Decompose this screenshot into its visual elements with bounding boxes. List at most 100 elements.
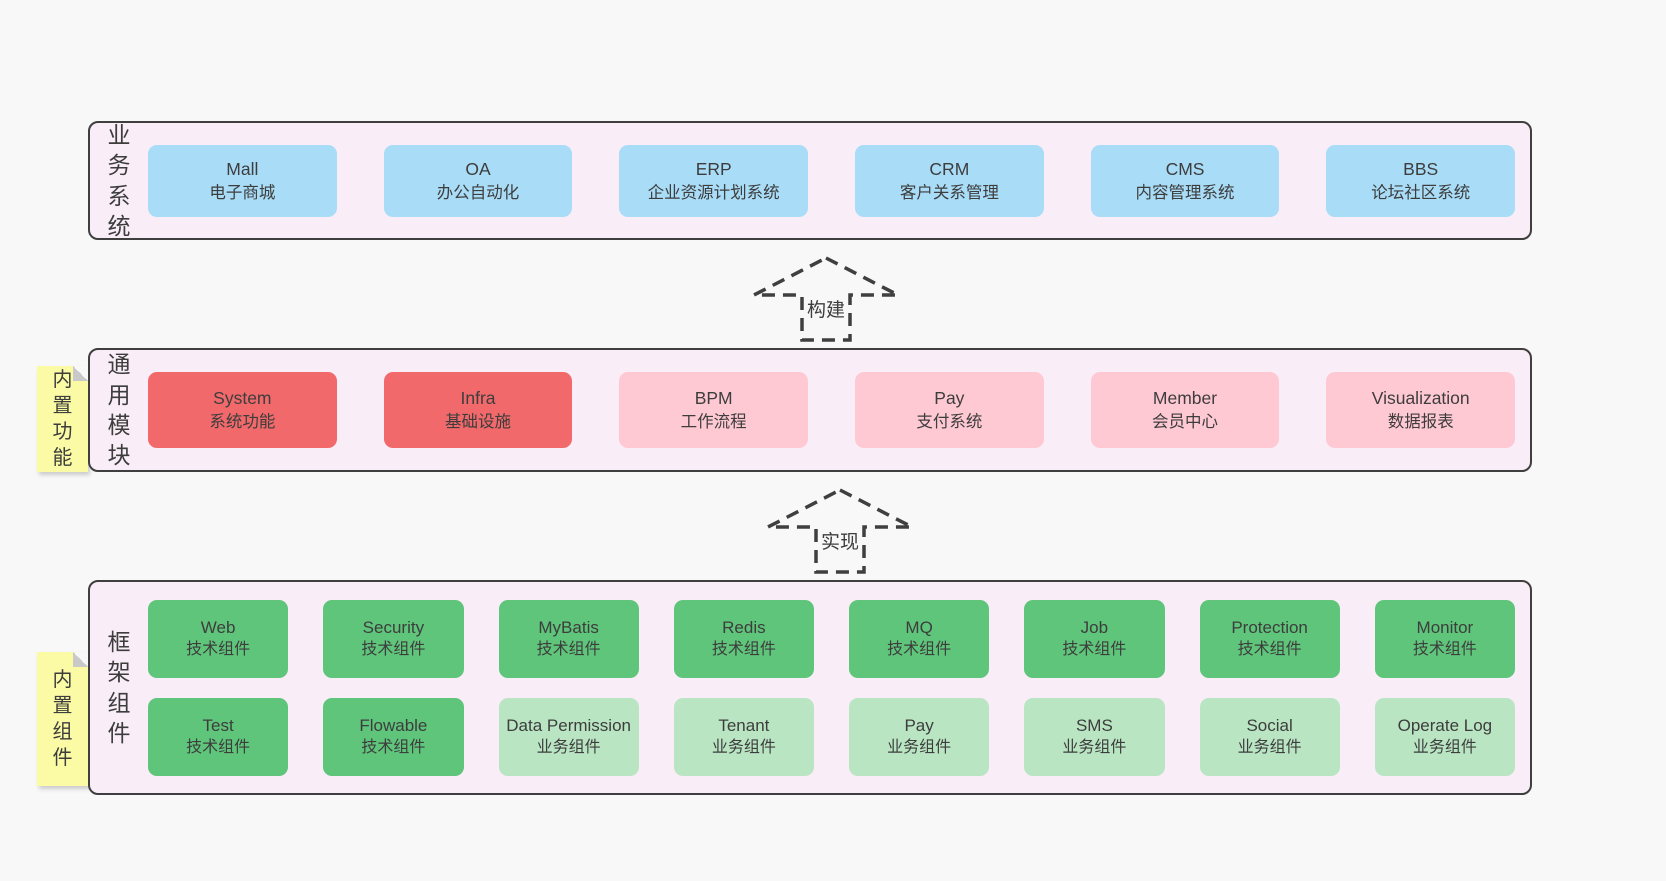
up-block-arrow-icon <box>753 256 899 342</box>
box-title: Flowable <box>359 715 428 735</box>
box-bpm: BPM 工作流程 <box>619 372 809 448</box>
band-row-business: Test 技术组件 Flowable 技术组件 Data Permission … <box>148 697 1515 776</box>
band-business-systems: 业务系统 Mall 电子商城 OA 办公自动化 ERP 企业资源计划系统 CRM… <box>88 121 1532 240</box>
box-infra: Infra 基础设施 <box>383 372 573 448</box>
box-subtitle: 技术组件 <box>1237 640 1302 658</box>
box-subtitle: 客户关系管理 <box>899 183 999 202</box>
box-subtitle: 技术组件 <box>361 640 426 658</box>
box-subtitle: 办公自动化 <box>436 183 520 202</box>
band-cells: System 系统功能 Infra 基础设施 BPM 工作流程 Pay 支付系统… <box>148 350 1530 470</box>
box-title: Visualization <box>1371 388 1470 408</box>
band-label-text: 框架组件 <box>107 628 131 746</box>
band-label: 业务系统 <box>90 121 148 239</box>
box-mall: Mall 电子商城 <box>148 144 337 217</box>
band-label: 框架组件 <box>90 582 148 793</box>
box-title: Job <box>1080 617 1109 637</box>
box-subtitle: 技术组件 <box>1412 640 1477 658</box>
band-rows: Web 技术组件 Security 技术组件 MyBatis 技术组件 Redi… <box>148 582 1530 793</box>
box-title: Operate Log <box>1397 715 1493 735</box>
box-crm: CRM 客户关系管理 <box>855 144 1044 217</box>
band-cells: Mall 电子商城 OA 办公自动化 ERP 企业资源计划系统 CRM 客户关系… <box>148 123 1530 238</box>
box-subtitle: 技术组件 <box>887 640 952 658</box>
box-operate-log: Operate Log 业务组件 <box>1374 697 1515 776</box>
box-title: BBS <box>1403 158 1439 179</box>
box-title: ERP <box>695 158 732 179</box>
box-subtitle: 技术组件 <box>186 640 251 658</box>
band-row-tech: Web 技术组件 Security 技术组件 MyBatis 技术组件 Redi… <box>148 599 1515 678</box>
sticky-note-builtin-components: 内置组件 <box>37 652 88 786</box>
box-bbs: BBS 论坛社区系统 <box>1326 144 1516 217</box>
box-social: Social 业务组件 <box>1199 697 1340 776</box>
box-data-permission: Data Permission 业务组件 <box>498 697 639 776</box>
arrow-build: 构建 <box>751 255 901 343</box>
box-subtitle: 业务组件 <box>1412 738 1477 756</box>
band-label-text: 通用模块 <box>107 351 131 469</box>
box-mybatis: MyBatis 技术组件 <box>498 599 639 678</box>
box-subtitle: 技术组件 <box>361 738 426 756</box>
band-common-modules: 通用模块 System 系统功能 Infra 基础设施 BPM 工作流程 Pay… <box>88 348 1532 472</box>
box-subtitle: 企业资源计划系统 <box>647 183 780 202</box>
box-subtitle: 数据报表 <box>1387 413 1454 431</box>
box-title: Monitor <box>1416 617 1474 637</box>
box-subtitle: 技术组件 <box>711 640 776 658</box>
box-job: Job 技术组件 <box>1024 599 1165 678</box>
box-title: Pay <box>934 388 965 408</box>
box-redis: Redis 技术组件 <box>673 599 814 678</box>
box-mq: MQ 技术组件 <box>849 599 990 678</box>
box-title: BPM <box>694 388 733 408</box>
arrow-label: 构建 <box>803 295 849 322</box>
box-title: MyBatis <box>538 617 599 637</box>
box-title: Data Permission <box>506 715 631 735</box>
box-subtitle: 业务组件 <box>1062 738 1127 756</box>
box-title: CMS <box>1165 158 1205 179</box>
box-system: System 系统功能 <box>148 372 337 448</box>
box-tenant: Tenant 业务组件 <box>673 697 814 776</box>
box-title: CRM <box>929 158 970 179</box>
box-subtitle: 技术组件 <box>186 738 251 756</box>
box-subtitle: 论坛社区系统 <box>1371 183 1471 202</box>
box-subtitle: 基础设施 <box>445 413 511 431</box>
box-title: Web <box>200 617 236 637</box>
box-subtitle: 内容管理系统 <box>1135 183 1235 202</box>
box-pay-component: Pay 业务组件 <box>849 697 990 776</box>
box-pay-system: Pay 支付系统 <box>855 372 1044 448</box>
box-subtitle: 技术组件 <box>1062 640 1127 658</box>
box-title: Redis <box>722 617 766 637</box>
box-monitor: Monitor 技术组件 <box>1374 599 1515 678</box>
box-subtitle: 工作流程 <box>680 413 747 431</box>
box-subtitle: 会员中心 <box>1152 413 1219 431</box>
box-title: System <box>213 388 272 408</box>
box-title: Protection <box>1231 617 1308 637</box>
sticky-note-text: 内置组件 <box>52 669 73 769</box>
box-title: Pay <box>904 715 934 735</box>
box-title: Tenant <box>718 715 770 735</box>
box-title: Mall <box>226 158 259 179</box>
box-erp: ERP 企业资源计划系统 <box>619 144 809 217</box>
band-label: 通用模块 <box>90 350 148 470</box>
box-title: OA <box>465 158 491 179</box>
box-subtitle: 业务组件 <box>536 738 601 756</box>
box-title: Member <box>1152 388 1218 408</box>
box-title: Security <box>362 617 425 637</box>
box-web: Web 技术组件 <box>148 599 289 678</box>
sticky-note-text: 内置功能 <box>52 369 73 469</box>
box-subtitle: 支付系统 <box>916 413 983 431</box>
box-member: Member 会员中心 <box>1090 372 1280 448</box>
box-title: SMS <box>1075 715 1113 735</box>
box-flowable: Flowable 技术组件 <box>323 697 464 776</box>
box-visualization: Visualization 数据报表 <box>1326 372 1516 448</box>
box-subtitle: 技术组件 <box>536 640 601 658</box>
box-title: Infra <box>460 388 496 408</box>
box-protection: Protection 技术组件 <box>1199 599 1340 678</box>
box-subtitle: 业务组件 <box>887 738 952 756</box>
box-subtitle: 电子商城 <box>209 183 276 202</box>
box-security: Security 技术组件 <box>323 599 464 678</box>
box-subtitle: 系统功能 <box>209 413 276 431</box>
arrow-implement: 实现 <box>765 487 915 575</box>
box-test: Test 技术组件 <box>148 697 289 776</box>
sticky-note-builtin-features: 内置功能 <box>37 366 88 472</box>
box-title: Test <box>202 715 234 735</box>
up-block-arrow-icon <box>767 488 913 574</box>
box-title: MQ <box>905 617 933 637</box>
band-label-text: 业务系统 <box>107 121 131 239</box>
